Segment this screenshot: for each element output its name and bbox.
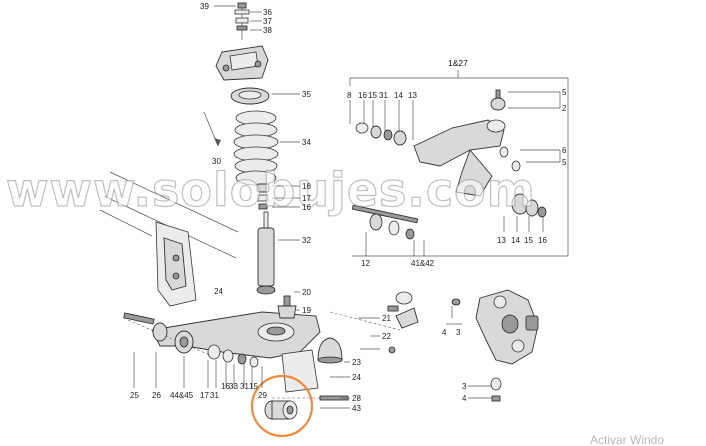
upper-mount: [215, 45, 269, 81]
label-left-11: 32: [302, 236, 311, 245]
label-bottom-9: 15: [249, 382, 258, 391]
right-leaders: [468, 92, 561, 399]
label-left-14: 19: [302, 306, 311, 315]
rear-upper-bushings: [499, 146, 560, 232]
label-left-18: 24: [352, 373, 361, 382]
pointer-arrow: [203, 111, 221, 147]
top-nut-group: [234, 2, 250, 40]
frame-bracket: [99, 171, 239, 307]
label-right-10: 41&42: [411, 259, 435, 268]
label-bottom-10: 29: [258, 391, 267, 400]
steering-knuckle: [475, 289, 539, 402]
label-left-19: 28: [352, 394, 361, 403]
bottom-row-leaders: [133, 352, 263, 388]
label-left-9: 17: [302, 194, 311, 203]
label-right-2: 2: [562, 104, 567, 113]
label-top-1: 8: [347, 91, 352, 100]
highlight-circle: [250, 374, 314, 438]
label-bottom-2: 26: [152, 391, 161, 400]
label-left-15: 21: [382, 314, 391, 323]
label-left-7: 30: [212, 157, 221, 166]
upper-ball-joint: [490, 89, 560, 111]
os-activation-text: Activar Windo: [590, 433, 664, 446]
label-bottom-1: 25: [130, 391, 139, 400]
front-bushing-group: [123, 312, 259, 368]
label-right-12: 3: [456, 328, 461, 337]
pivot-shaft: [351, 204, 568, 257]
label-right-1: 5: [562, 88, 567, 97]
label-left-20: 43: [352, 404, 361, 413]
label-left-2: 36: [263, 8, 272, 17]
label-left-6: 34: [302, 138, 311, 147]
label-right-3: 6: [562, 146, 567, 155]
left-leaders: [214, 5, 380, 409]
label-right-7: 15: [524, 236, 533, 245]
label-bottom-7: 33: [229, 382, 238, 391]
coil-spring: [233, 110, 279, 186]
label-top-3: 15: [368, 91, 377, 100]
label-right-14: 4: [462, 394, 467, 403]
label-bottom-8: 31: [240, 382, 249, 391]
label-right-8: 16: [538, 236, 547, 245]
label-left-10: 16: [302, 203, 311, 212]
label-left-12: 24: [214, 287, 223, 296]
upper-control-arm: [355, 119, 506, 197]
label-top-6: 13: [408, 91, 417, 100]
top-row-leaders: [349, 100, 414, 140]
rear-bushing: [264, 395, 349, 420]
label-right-6: 14: [511, 236, 520, 245]
label-top-4: 31: [379, 91, 388, 100]
label-right-9: 12: [361, 259, 370, 268]
lower-ball-joint: [277, 295, 297, 319]
label-left-13: 20: [302, 288, 311, 297]
shock-absorber: [256, 211, 276, 295]
knuckle-fasteners: [446, 298, 462, 325]
label-bottom-6: 16: [221, 382, 230, 391]
label-right-4: 5: [562, 158, 567, 167]
label-left-3: 37: [263, 17, 272, 26]
label-left-8: 18: [302, 182, 311, 191]
label-left-4: 38: [263, 26, 272, 35]
label-left-5: 35: [302, 90, 311, 99]
tie-rod-parts: [329, 291, 419, 354]
lower-control-arm: [151, 311, 321, 393]
label-left-16: 22: [382, 332, 391, 341]
label-top-5: 14: [394, 91, 403, 100]
label-bottom-3: 44&45: [170, 391, 194, 400]
label-layer: 1&27 8 16 15 31 14 13 39 36 37 38 35 34 …: [130, 2, 567, 413]
label-top-2: 16: [358, 91, 367, 100]
label-right-13: 3: [462, 382, 467, 391]
spring-seat: [230, 87, 270, 105]
watermark-text: www.solobujes.com: [6, 163, 536, 217]
label-right-5: 13: [497, 236, 506, 245]
label-left-1: 39: [200, 2, 209, 11]
rubber-boot: [317, 337, 343, 364]
label-bottom-4: 17: [200, 391, 209, 400]
label-left-17: 23: [352, 358, 361, 367]
label-bottom-5: 31: [210, 391, 219, 400]
bump-stop-stack: [256, 183, 270, 210]
label-assembly: 1&27: [448, 58, 468, 68]
assembly-bracket: [349, 70, 569, 256]
label-right-11: 4: [442, 328, 447, 337]
